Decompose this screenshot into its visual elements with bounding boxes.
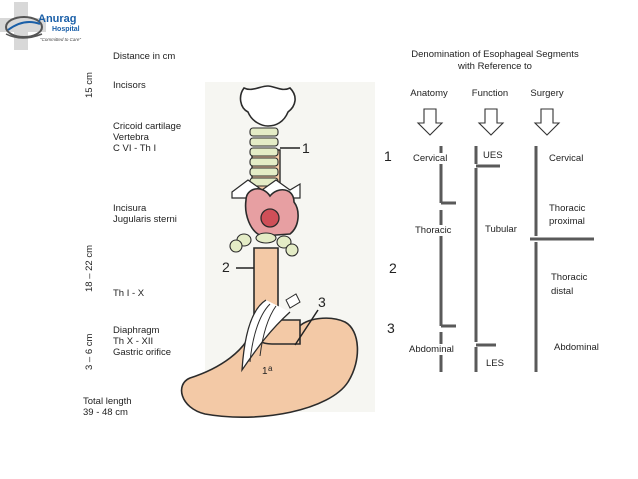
down-arrow-icon: [533, 108, 561, 136]
anatomy-abdominal: Abdominal: [408, 344, 455, 355]
segments-title-line2: with Reference to: [458, 61, 532, 72]
logo-name: Anurag: [38, 13, 77, 25]
surgery-thoracic-distal-line2: distal: [550, 286, 575, 297]
incisors-label: Incisors: [113, 80, 146, 91]
total-length-value: 39 - 48 cm: [83, 407, 128, 418]
cvi-thi-label: C VI - Th I: [113, 143, 157, 154]
figure-number-2: 2: [222, 259, 230, 275]
incisura-label: Incisura: [113, 203, 147, 214]
row-number-3: 3: [387, 320, 395, 336]
cricoid-label: Cricoid cartilage: [113, 121, 182, 132]
down-arrow-icon: [416, 108, 444, 136]
logo-sub: Hospital: [52, 26, 80, 33]
gastric-orifice-label: Gastric orifice: [113, 347, 172, 358]
surgery-thoracic-distal-line1: Thoracic: [550, 272, 589, 283]
surgery-abdominal: Abdominal: [553, 342, 600, 353]
function-ues: UES: [482, 150, 504, 161]
distance-label: Distance in cm: [113, 51, 176, 62]
function-les: LES: [485, 358, 505, 369]
figure-number-1: 1: [302, 140, 310, 156]
diaphragm-label: Diaphragm: [113, 325, 160, 336]
surgery-cervical: Cervical: [548, 153, 585, 164]
function-tubular: Tubular: [484, 224, 518, 235]
column-surgery: Surgery: [530, 88, 564, 99]
surgery-thoracic-proximal-line2: proximal: [548, 216, 586, 227]
th-i-x-label: Th I - X: [113, 288, 145, 299]
anatomy-cervical: Cervical: [412, 153, 449, 164]
segments-title-line1: Denomination of Esophageal Segments: [411, 49, 579, 60]
logo-tagline: "Committed to Care": [40, 37, 81, 42]
svg-text:a: a: [268, 364, 273, 373]
surgery-thoracic-proximal-line1: Thoracic: [548, 203, 587, 214]
row-number-1: 1: [384, 148, 392, 164]
column-anatomy: Anatomy: [410, 88, 448, 99]
bronchi: [229, 232, 299, 257]
column-function: Function: [471, 88, 509, 99]
total-length-label: Total length: [83, 396, 132, 407]
svg-text:1: 1: [262, 366, 268, 377]
thyroid-cartilage: [239, 85, 296, 127]
row-number-2: 2: [389, 260, 397, 276]
th-x-xii-label: Th X - XII: [113, 336, 154, 347]
logo-mark: [0, 2, 46, 50]
figure-number-3: 3: [318, 294, 326, 310]
vertebra-label: Vertebra: [113, 132, 149, 143]
anatomy-thoracic: Thoracic: [414, 225, 453, 236]
down-arrow-icon: [477, 108, 505, 136]
jugularis-label: Jugularis sterni: [113, 214, 177, 225]
